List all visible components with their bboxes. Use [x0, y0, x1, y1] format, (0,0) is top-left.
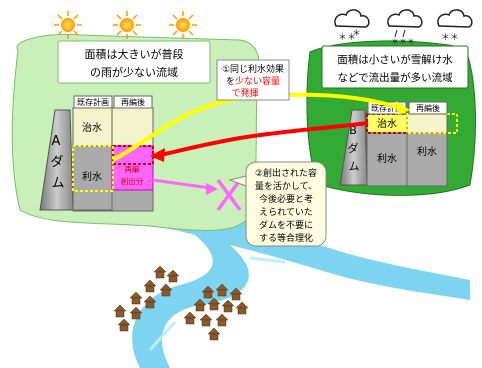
river	[60, 196, 470, 368]
left-existing-label-box	[73, 95, 113, 109]
left-existing-label: 既存計画	[77, 97, 109, 107]
red-arrowhead	[150, 148, 165, 162]
callout2-line1: ②創出された容	[255, 167, 317, 179]
left-water-use-label: 利水	[82, 171, 102, 183]
river-flow-arrow-1	[249, 256, 286, 264]
snow-cloud-icon-3: ＊＊	[437, 9, 473, 43]
left-after-label: 再編後	[121, 97, 145, 107]
dam-a: A ダ ム	[39, 109, 74, 211]
callout2-box	[245, 161, 327, 247]
left-after-created	[111, 145, 154, 191]
sun-icon-3	[169, 11, 197, 39]
left-created-line2: 創出分	[121, 176, 144, 186]
svg-text:＊＊: ＊＊	[441, 33, 459, 43]
house-icon	[207, 327, 221, 341]
dam-b-body	[339, 109, 368, 186]
dam-b: B ダ ム	[339, 109, 368, 186]
left-created-line1: 再編	[125, 164, 140, 174]
snow-cloud-icon-2: ＊＊＊	[387, 9, 423, 46]
callout2-line3: 今後必要と考	[259, 193, 313, 205]
right-description-box	[321, 45, 469, 89]
callout2-line4: えられていた	[259, 207, 313, 218]
dam-a-char-3: ム	[51, 176, 64, 191]
callout2-line2: 量を活かして、	[255, 180, 317, 192]
pink-arrowhead	[206, 183, 218, 195]
left-flood-control-label: 治水	[82, 121, 102, 134]
house-icon	[129, 306, 143, 320]
callout1-box	[216, 59, 290, 101]
pink-arrow	[152, 178, 211, 190]
callout1-line2-highlight: 少ない容量	[235, 75, 280, 87]
house-icon	[199, 313, 213, 327]
left-description-line2: の雨が少ない流域	[90, 65, 178, 79]
svg-text:＊＊: ＊＊	[338, 33, 356, 43]
callout1-line2-before: を	[226, 76, 235, 87]
dam-b-char-3: ム	[349, 160, 360, 173]
dam-b-char-2: ダ	[348, 141, 359, 155]
house-icon	[221, 299, 235, 313]
house-icon	[201, 285, 215, 299]
callout2-line5: ダムを不要に	[259, 219, 313, 231]
river-flow-arrow-2	[148, 321, 177, 351]
left-description-box	[57, 40, 211, 84]
sun-icon-1	[54, 11, 82, 39]
svg-text:＊: ＊	[352, 29, 361, 39]
house-icon	[113, 304, 127, 318]
house-icon	[207, 297, 221, 311]
house-icon	[215, 283, 229, 297]
house-icon	[159, 283, 173, 297]
houses-group	[113, 265, 249, 341]
house-icon	[215, 313, 229, 327]
sun-icon-2	[113, 11, 141, 39]
house-icon	[193, 298, 207, 312]
house-icon	[229, 287, 243, 301]
right-description-line2: などで流出量が多い流域	[337, 71, 453, 84]
yellow-arrowhead	[396, 101, 410, 115]
right-flood-control-label: 治水	[377, 117, 397, 130]
house-icon	[153, 265, 167, 279]
house-icon	[117, 318, 131, 332]
callout2-line6: する等合理化	[259, 232, 313, 244]
dam-a-body	[39, 109, 74, 211]
right-after-label: 再編後	[416, 103, 440, 113]
dam-a-char-1: A	[52, 134, 61, 149]
right-after-label-box	[408, 101, 448, 115]
right-water-use-existing-label: 利水	[377, 153, 397, 165]
left-water-dashed-box	[72, 145, 114, 192]
cancel-x-icon	[216, 178, 242, 212]
callout1-line2: を少ない容量	[226, 75, 280, 87]
right-description-line1: 面積は小さいが雪解け水	[337, 53, 453, 66]
left-description-line1: 面積は大きいが普段	[85, 47, 184, 61]
dam-a-char-2: ダ	[50, 155, 63, 170]
house-icon	[166, 269, 180, 283]
callout1-line3: で発揮	[231, 87, 258, 99]
house-icon	[143, 279, 157, 293]
house-icon	[143, 295, 157, 309]
right-after-flood	[406, 113, 448, 134]
snow-cloud-icon-1: ＊＊＊	[334, 9, 370, 43]
house-icon	[183, 311, 197, 325]
right-water-use-after-label: 利水	[417, 146, 437, 158]
house-icon	[129, 291, 143, 305]
house-icon	[235, 301, 249, 315]
right-existing-label: 既存計画	[371, 103, 403, 113]
callout1-line1: ①同じ利水効果	[222, 63, 284, 75]
svg-text:＊＊＊: ＊＊＊	[391, 37, 415, 46]
dam-b-char-1: B	[349, 124, 357, 137]
red-arrow	[159, 121, 369, 157]
left-after-label-box	[113, 95, 153, 109]
